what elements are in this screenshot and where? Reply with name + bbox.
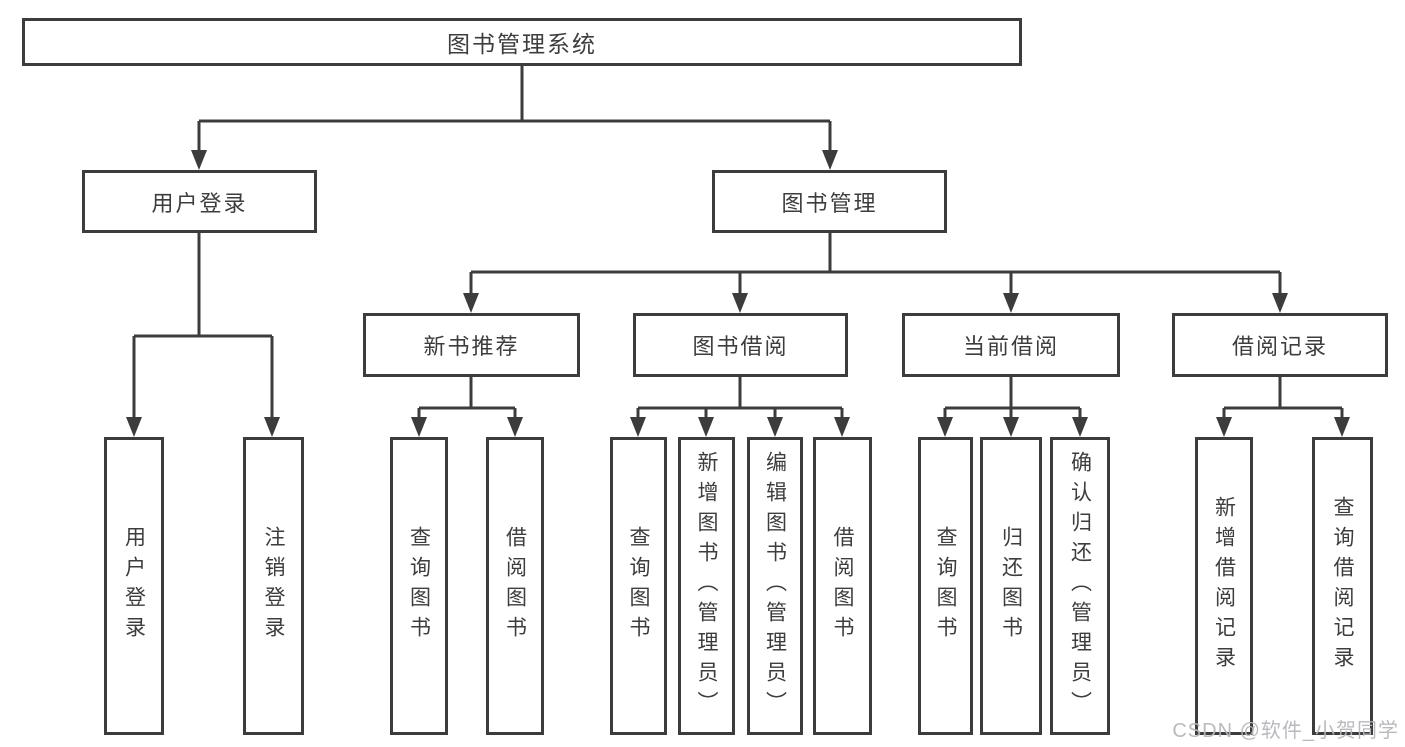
- leaf-label: 查询借阅记录: [1331, 496, 1354, 676]
- node-book-borrowing: 图书借阅: [633, 313, 848, 377]
- leaf-query-books-recommend: 查询图书: [390, 437, 448, 735]
- leaf-user-login: 用户登录: [104, 437, 164, 735]
- leaf-add-books-admin: 新增图书（管理员）: [678, 437, 735, 735]
- leaf-label: 注销登录: [262, 526, 285, 646]
- node-new-book-recommendation: 新书推荐: [363, 313, 580, 377]
- leaf-label: 确认归还（管理员）: [1068, 451, 1092, 721]
- leaf-label: 查询图书: [934, 526, 957, 646]
- node-user-login: 用户登录: [82, 170, 317, 233]
- leaf-query-books-current: 查询图书: [918, 437, 973, 735]
- leaf-query-books-borrowing: 查询图书: [610, 437, 667, 735]
- leaf-label: 新增借阅记录: [1212, 496, 1236, 676]
- leaf-edit-books-admin: 编辑图书（管理员）: [747, 437, 803, 735]
- leaf-label: 新增图书（管理员）: [695, 451, 718, 721]
- leaf-label: 查询图书: [627, 526, 650, 646]
- leaf-query-borrow-record: 查询借阅记录: [1312, 437, 1373, 735]
- leaf-confirm-return-admin: 确认归还（管理员）: [1050, 437, 1110, 735]
- leaf-label: 用户登录: [122, 526, 146, 646]
- node-current-borrowing: 当前借阅: [902, 313, 1120, 377]
- leaf-label: 查询图书: [407, 526, 431, 646]
- leaf-label: 归还图书: [999, 526, 1023, 646]
- leaf-borrow-books-recommend: 借阅图书: [486, 437, 544, 735]
- node-book-management: 图书管理: [712, 170, 947, 233]
- leaf-label: 编辑图书（管理员）: [763, 451, 787, 721]
- leaf-borrow-books: 借阅图书: [813, 437, 872, 735]
- csdn-watermark: CSDN @软件_小贺同学: [1172, 720, 1399, 742]
- leaf-label: 借阅图书: [831, 526, 854, 646]
- leaf-label: 借阅图书: [503, 526, 527, 646]
- leaf-return-books: 归还图书: [980, 437, 1042, 735]
- leaf-add-borrow-record: 新增借阅记录: [1195, 437, 1253, 735]
- node-library-management-system: 图书管理系统: [22, 18, 1022, 66]
- leaf-logout: 注销登录: [243, 437, 304, 735]
- node-borrowing-records: 借阅记录: [1172, 313, 1388, 377]
